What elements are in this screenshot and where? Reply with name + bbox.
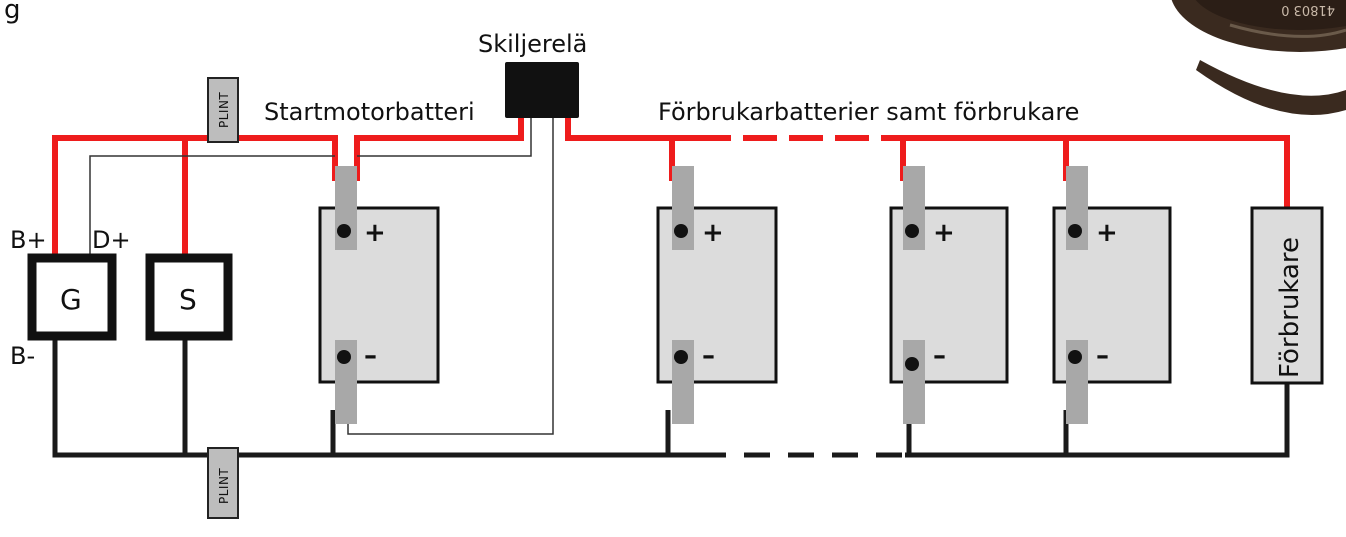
starter-letter: S — [179, 283, 197, 316]
battery-service-3: + – — [1052, 166, 1172, 424]
isolator-relay: Skiljerelä — [478, 30, 587, 118]
title-fragment: g — [4, 0, 21, 25]
battery-minus: – — [364, 341, 377, 371]
b-minus-label: B- — [10, 342, 35, 370]
battery-minus: – — [702, 341, 715, 371]
battery-plus: + — [364, 218, 386, 248]
negative-wiring — [52, 335, 1290, 458]
consumer-load: Förbrukare — [1250, 206, 1324, 385]
plint-bottom-label: PLINT — [217, 468, 231, 504]
service-batteries-label: Förbrukarbatterier samt förbrukare — [658, 98, 1079, 126]
start-battery-label: Startmotorbatteri — [264, 98, 475, 126]
starter-motor: S — [145, 253, 233, 341]
battery-service-2: + – — [889, 166, 1009, 424]
battery-plus: + — [933, 218, 955, 248]
plint-top: PLINT — [207, 77, 239, 143]
plint-top-label: PLINT — [217, 92, 231, 128]
battery-plus: + — [702, 218, 724, 248]
cable-print-text: 41803 0 — [1281, 2, 1335, 17]
plint-bottom: PLINT — [207, 447, 239, 519]
battery-minus: – — [1096, 341, 1109, 371]
battery-service-1: + – — [656, 166, 778, 424]
battery-minus: – — [933, 341, 946, 371]
cable-coil-image: 41803 0 — [1171, 0, 1346, 115]
isolator-label: Skiljerelä — [478, 30, 587, 58]
consumer-label: Förbrukare — [1275, 237, 1305, 378]
d-plus-label: D+ — [92, 226, 131, 254]
b-plus-label: B+ — [10, 226, 47, 254]
generator: G — [27, 253, 117, 341]
battery-plus: + — [1096, 218, 1118, 248]
battery-start: + – — [318, 166, 440, 424]
generator-letter: G — [60, 283, 82, 316]
